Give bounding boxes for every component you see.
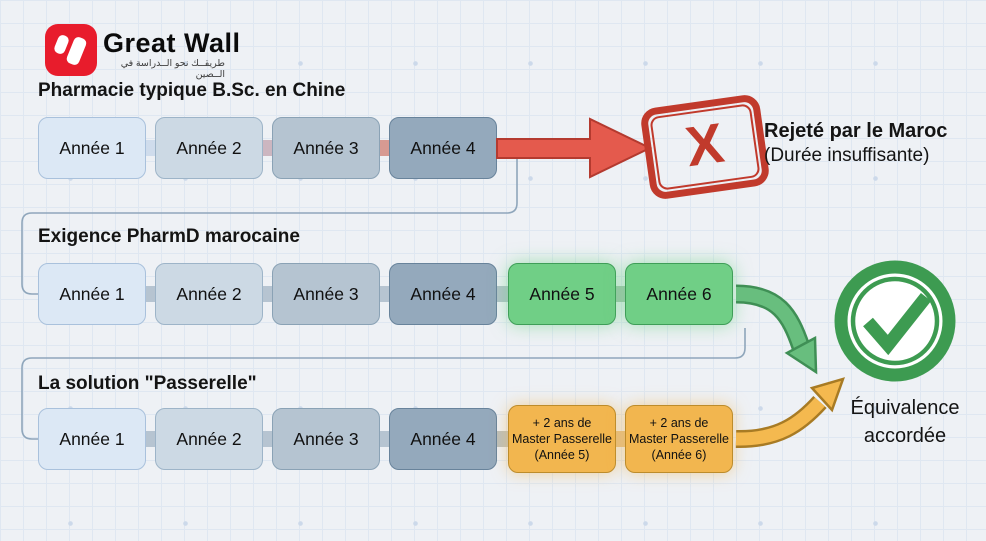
- approved-stamp-icon: [834, 260, 956, 382]
- row1-link-1-2: [143, 140, 158, 156]
- rejected-stamp-icon: X: [639, 93, 771, 201]
- section-title-passerelle-solution: La solution "Passerelle": [38, 373, 257, 394]
- row2-year1-box: Année 1: [38, 263, 146, 325]
- row2-link-3-4: [377, 286, 392, 302]
- row2-year6-box: Année 6: [625, 263, 733, 325]
- orange-arrow-icon: [735, 377, 845, 449]
- row2-year4-box: Année 4: [389, 263, 497, 325]
- section-title-pharmd-requirement: Exigence PharmD marocaine: [38, 226, 300, 247]
- row2-year2-box: Année 2: [155, 263, 263, 325]
- green-arrow-icon: [735, 284, 818, 375]
- row1-year4-box: Année 4: [389, 117, 497, 179]
- row3-link-1-2: [143, 431, 158, 447]
- row1-link-3-4: [377, 140, 392, 156]
- rejected-subtitle: (Durée insuffisante): [764, 145, 930, 166]
- check-icon: [863, 292, 932, 356]
- row1-year2-box: Année 2: [155, 117, 263, 179]
- row3-link-3-4: [377, 431, 392, 447]
- row2-link-1-2: [143, 286, 158, 302]
- connector-row2-row3: [21, 328, 746, 440]
- red-arrow-icon: [496, 117, 653, 179]
- logo-wordmark: Great Wall: [103, 28, 241, 58]
- great-wall-logo-icon: [45, 24, 97, 76]
- row1-link-2-3: [260, 140, 275, 156]
- row2-link-2-3: [260, 286, 275, 302]
- row2-year5-box: Année 5: [508, 263, 616, 325]
- connector-row1-row2: [21, 155, 518, 295]
- row3-year3-box: Année 3: [272, 408, 380, 470]
- rejected-title: Rejeté par le Maroc: [764, 120, 948, 142]
- section-title-china-bsc: Pharmacie typique B.Sc. en Chine: [38, 80, 346, 101]
- row3-link-4-5: [494, 431, 509, 447]
- row1-year1-box: Année 1: [38, 117, 146, 179]
- row2-link-4-5: [494, 286, 509, 302]
- row3-master5-box: + 2 ans de Master Passerelle (Année 5): [508, 405, 616, 473]
- row3-master6-box: + 2 ans de Master Passerelle (Année 6): [625, 405, 733, 473]
- row3-link-2-3: [260, 431, 275, 447]
- row3-year1-box: Année 1: [38, 408, 146, 470]
- logo-tagline: طريقــك نحو الــدراسة في الــصين: [120, 58, 225, 80]
- row3-year4-box: Année 4: [389, 408, 497, 470]
- x-mark-icon: X: [681, 110, 728, 179]
- row1-year3-box: Année 3: [272, 117, 380, 179]
- row2-year3-box: Année 3: [272, 263, 380, 325]
- approved-label: Équivalence accordée: [850, 397, 960, 447]
- row3-year2-box: Année 2: [155, 408, 263, 470]
